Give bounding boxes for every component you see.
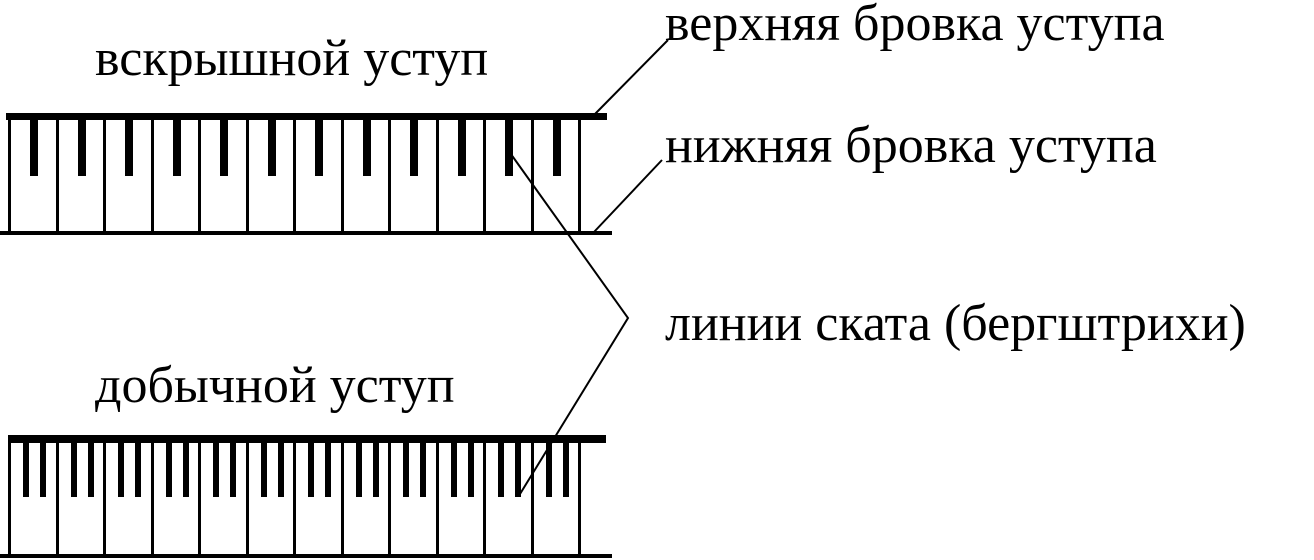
hachure-short-line [230,441,236,497]
hachure-long-line [198,441,201,556]
hachure-short-line [183,441,189,497]
upper-crest-leader [594,39,669,115]
hachure-ticks [8,441,581,556]
hachure-short-line [468,441,474,497]
hachure-long-line [151,118,154,233]
hachure-long-line [341,441,344,556]
slope-lines-leader [507,149,630,495]
hachure-long-line [198,118,201,233]
hachure-short-line [546,441,552,497]
hachure-short-line [173,118,181,176]
hachure-long-line [531,441,534,556]
hachure-short-line [308,441,314,497]
hachure-short-line [420,441,426,497]
hachure-short-line [71,441,77,497]
hachure-long-line [388,118,391,233]
hachure-short-line [356,441,362,497]
hachure-short-line [410,118,418,176]
hachure-short-line [325,441,331,497]
hachure-long-line [293,441,296,556]
hachure-long-line [103,118,106,233]
lower-toe-line [0,554,612,558]
hachure-short-line [125,118,133,176]
hachure-long-line [483,118,486,233]
mining-bench [0,435,612,558]
hachure-short-line [451,441,457,497]
hachure-short-line [278,441,284,497]
hachure-short-line [30,118,38,176]
hachure-long-line [103,441,106,556]
slope-lines-label: линии ската (бергштрихи) [665,295,1246,352]
hachure-short-line [40,441,46,497]
hachure-short-line [166,441,172,497]
hachure-long-line [341,118,344,233]
hachure-short-line [78,118,86,176]
lower-toe-line [0,231,612,235]
lower-toe-label: нижняя бровка уступа [665,117,1157,174]
overburden-bench-label: вскрышной уступ [95,30,488,87]
hachure-short-line [315,118,323,176]
hachure-short-line [553,118,561,176]
hachure-short-line [563,441,569,497]
hachure-long-line [56,118,59,233]
hachure-short-line [505,118,513,176]
hachure-short-line [498,441,504,497]
hachure-long-line [293,118,296,233]
hachure-long-line [436,118,439,233]
hachure-long-line [436,441,439,556]
hachure-long-line [8,118,11,233]
hachure-ticks [8,118,581,233]
hachure-long-line [531,118,534,233]
hachure-long-line [246,118,249,233]
hachure-long-line [246,441,249,556]
hachure-short-line [515,441,521,497]
hachure-short-line [118,441,124,497]
hachure-long-line [578,118,581,233]
hachure-long-line [578,441,581,556]
hachure-short-line [373,441,379,497]
hachure-long-line [483,441,486,556]
hachure-short-line [403,441,409,497]
hachure-short-line [458,118,466,176]
mining-bench-label: добычной уступ [95,357,455,414]
hachure-long-line [8,441,11,556]
hachure-short-line [135,441,141,497]
hachure-long-line [388,441,391,556]
hachure-short-line [261,441,267,497]
hachure-long-line [56,441,59,556]
lower-toe-leader [593,159,663,233]
upper-crest-line [8,435,606,443]
hachure-long-line [151,441,154,556]
hachure-short-line [363,118,371,176]
hachure-short-line [268,118,276,176]
hachure-short-line [213,441,219,497]
upper-crest-line [6,113,607,120]
leader-lines [507,39,669,495]
overburden-bench [0,113,612,235]
hachure-short-line [88,441,94,497]
hachure-short-line [23,441,29,497]
hachure-short-line [220,118,228,176]
upper-crest-label: верхняя бровка уступа [665,0,1165,52]
